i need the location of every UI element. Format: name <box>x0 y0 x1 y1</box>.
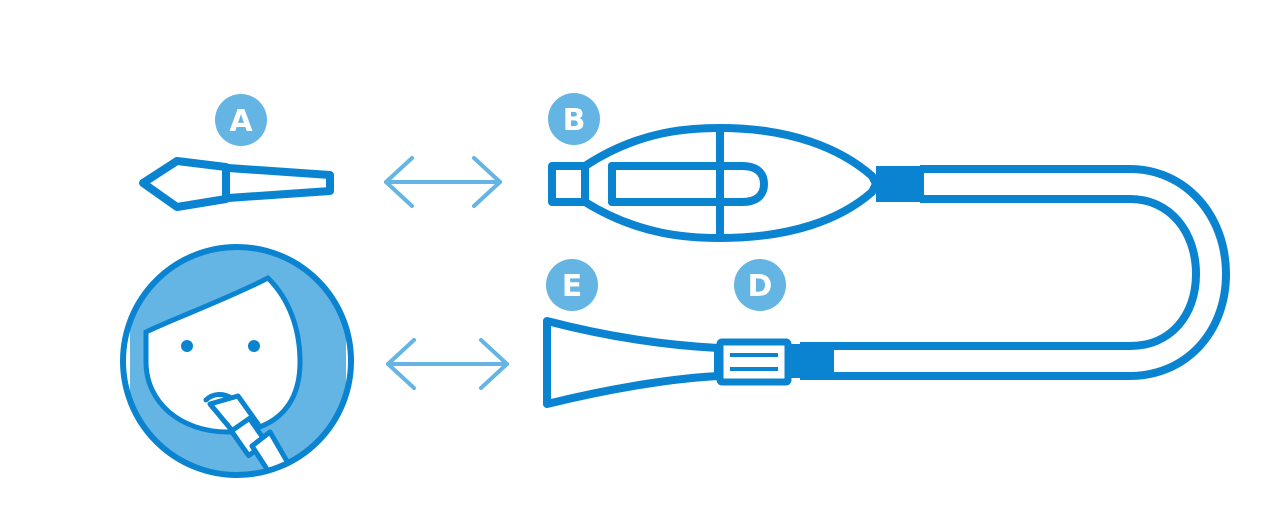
double-arrow-icon <box>384 156 502 208</box>
label-b-text: B <box>563 103 586 138</box>
child-face-icon <box>120 244 354 478</box>
connector-icon <box>716 338 792 386</box>
label-badge-e: E <box>546 259 598 311</box>
bulb-filter-icon <box>548 124 880 242</box>
double-arrow-icon-lower <box>386 338 509 390</box>
label-badge-a: A <box>215 94 267 146</box>
label-e-text: E <box>562 269 583 304</box>
label-a-text: A <box>229 104 253 139</box>
label-badge-b: B <box>548 93 600 145</box>
tube-icon <box>786 165 1230 380</box>
label-d-text: D <box>748 269 773 304</box>
mouthpiece-icon <box>543 317 722 408</box>
nasal-tip-icon <box>139 157 334 211</box>
label-badge-d: D <box>734 259 786 311</box>
